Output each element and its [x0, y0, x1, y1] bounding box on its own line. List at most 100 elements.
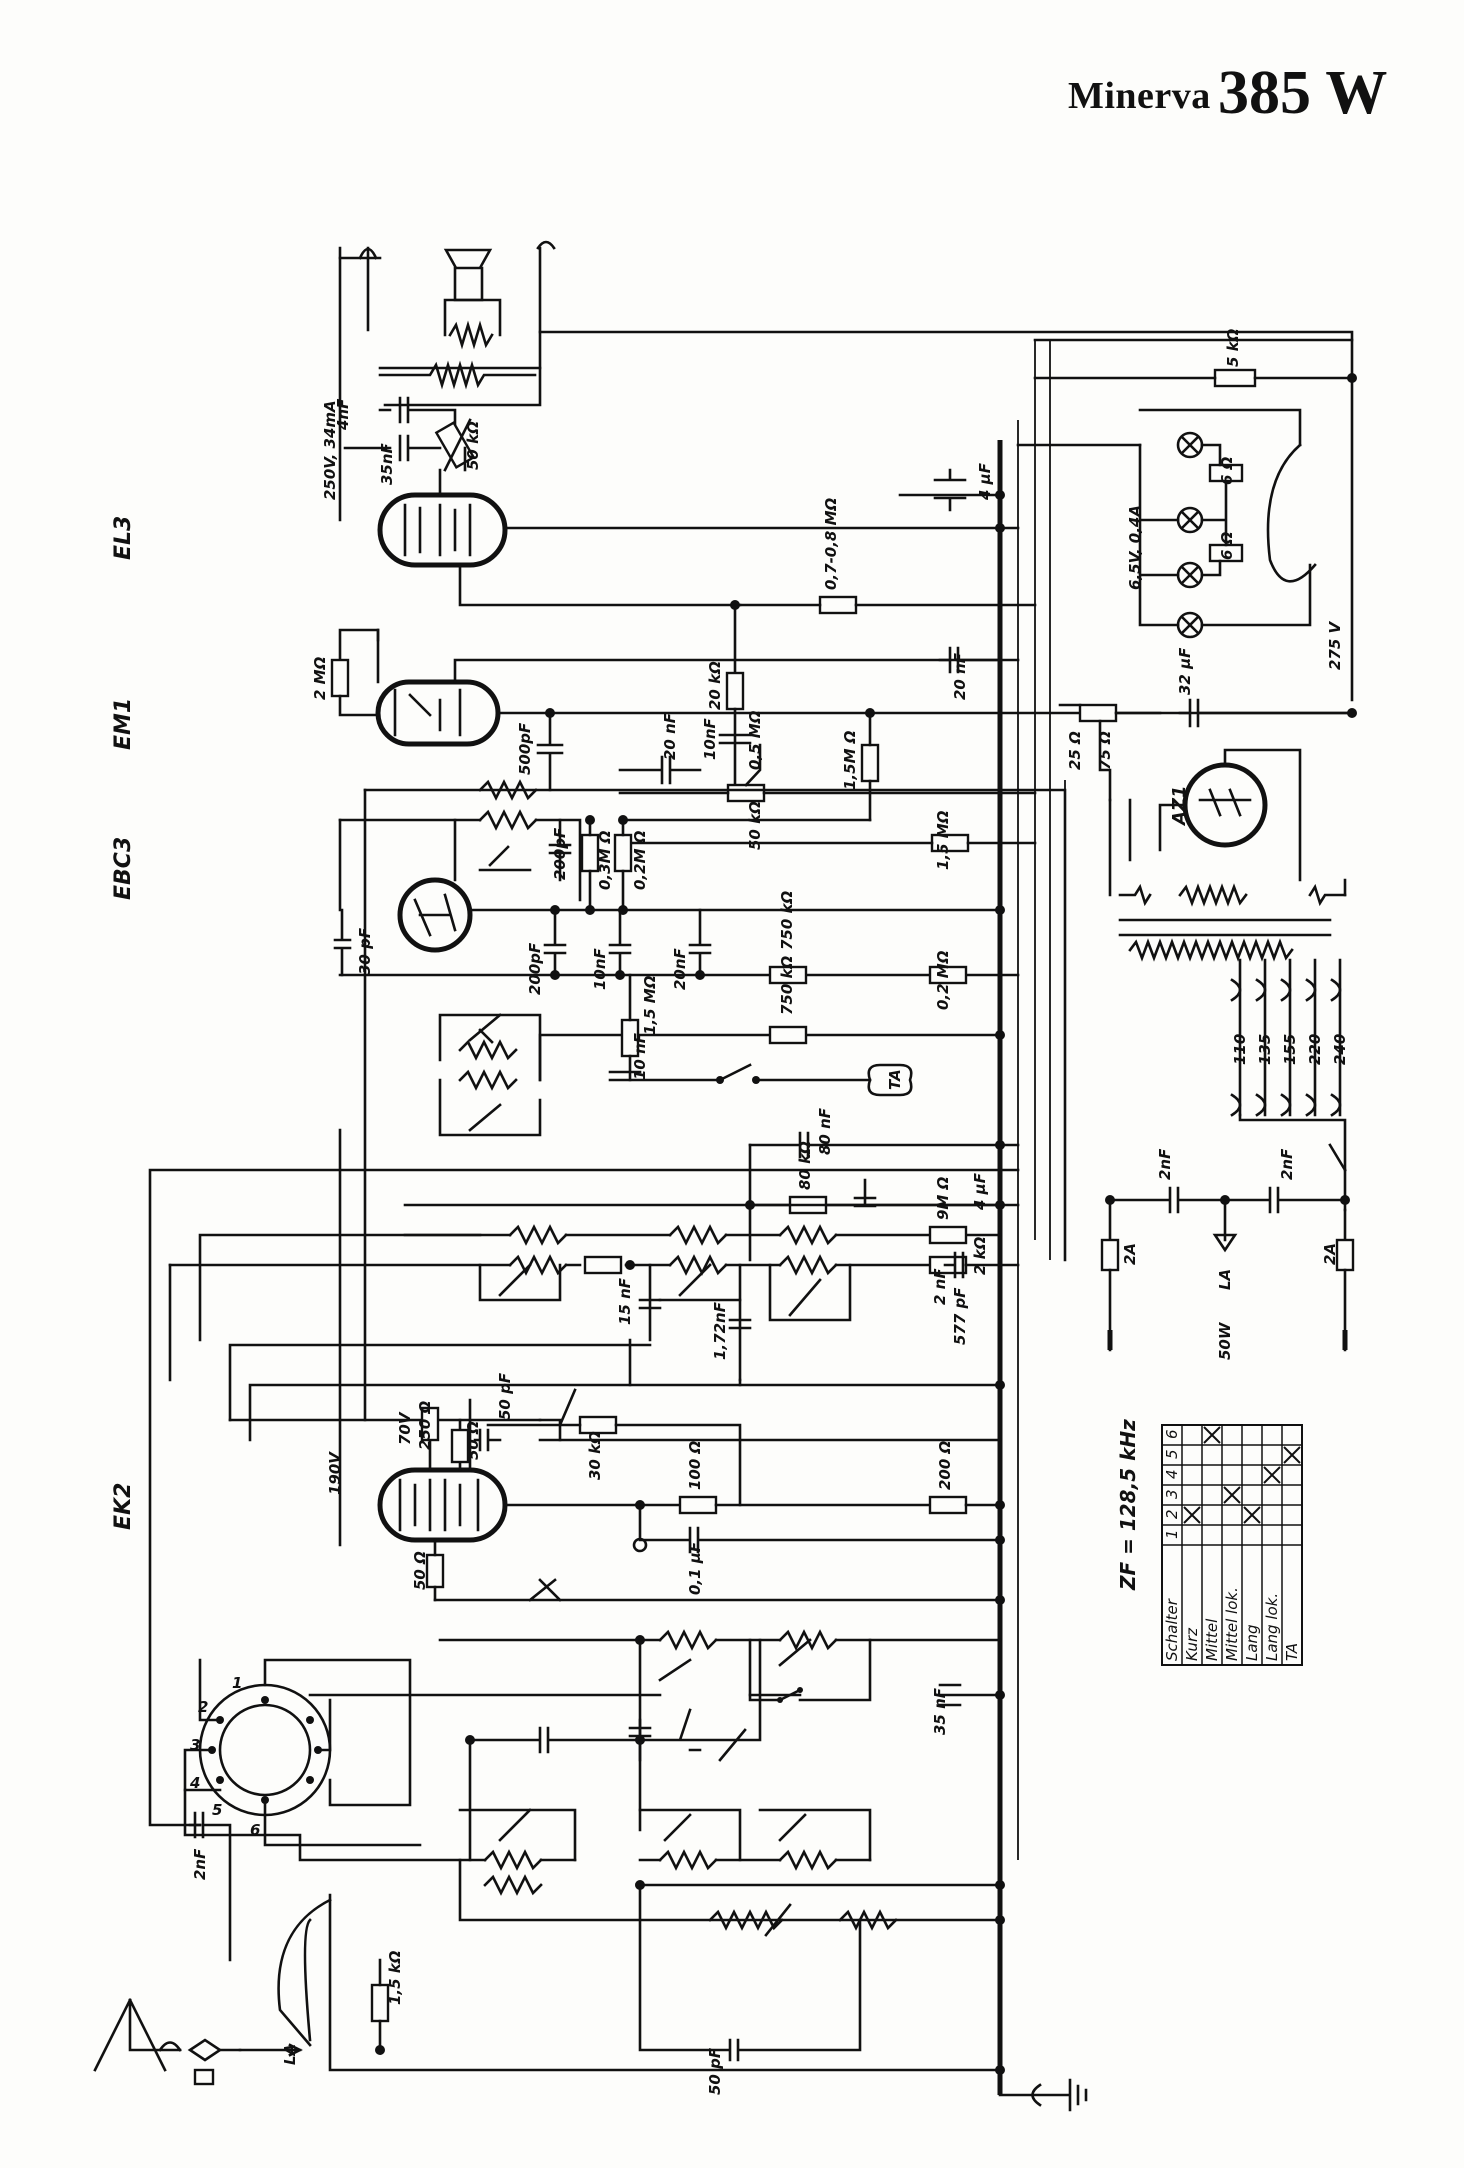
svg-text:500pF: 500pF [516, 722, 534, 775]
switch-table-row-label: Lang lok. [1263, 1593, 1281, 1661]
switch-table-mark [1183, 1506, 1201, 1524]
ground-bus [997, 340, 1066, 1920]
svg-text:50 kΩ: 50 kΩ [746, 801, 764, 850]
switch-table-column: 4 [1163, 1469, 1181, 1479]
switch-table-row-label: Lang [1243, 1624, 1261, 1661]
switch-table-mark [1203, 1426, 1221, 1444]
svg-text:2nF: 2nF [191, 1848, 209, 1880]
svg-text:2 MΩ: 2 MΩ [311, 656, 329, 700]
speaker-section: 4nF 35nF 50 kΩ 250V, 34mA [321, 240, 1354, 702]
svg-text:32 μF: 32 μF [1176, 647, 1194, 695]
svg-text:50 pF: 50 pF [496, 1372, 514, 1420]
switch-table-mark [1283, 1446, 1301, 1464]
svg-text:LA: LA [1216, 1269, 1234, 1290]
svg-text:750 kΩ: 750 kΩ [778, 890, 796, 950]
switch-table-column: 3 [1163, 1489, 1181, 1499]
wavechange-switch: 1 2 3 4 5 6 35 nF [183, 1629, 1002, 1862]
svg-text:TA: TA [886, 1069, 904, 1090]
svg-text:2A: 2A [1121, 1243, 1139, 1265]
svg-text:20 nF: 20 nF [661, 712, 679, 760]
ek2-tube: 70V 250 Ω 50 Ω 50 pF 30 kΩ 190V 100 Ω 20… [326, 1128, 1002, 1602]
svg-text:250V, 34mA: 250V, 34mA [321, 400, 339, 500]
svg-text:155: 155 [1281, 1034, 1299, 1065]
svg-text:30 kΩ: 30 kΩ [586, 1431, 604, 1480]
svg-text:5 kΩ: 5 kΩ [1224, 328, 1242, 367]
antenna-icon [93, 1998, 242, 2086]
svg-text:50 kΩ: 50 kΩ [464, 421, 482, 470]
switch-table-mark [1263, 1466, 1281, 1484]
svg-text:1: 1 [232, 1674, 242, 1692]
svg-text:6: 6 [250, 1821, 260, 1839]
switch-table-mark [1243, 1506, 1261, 1524]
svg-text:AZ1: AZ1 [1169, 785, 1190, 827]
if-transformer-2: 1,5 MΩ 750 kΩ TA 10 nF [438, 955, 1002, 1137]
model-title: 385 W [1218, 59, 1388, 127]
svg-text:50W: 50W [1216, 1321, 1234, 1360]
ebc3-section: 30 pF 200pF 0,3M Ω 0,2M Ω 200pF 10nF 20n… [333, 779, 1067, 1422]
detector-section: 0,7-0,8 MΩ 20 kΩ 20 nF 32 μF 500pF 20 nF… [516, 497, 1354, 870]
brand-title: Minerva [1068, 75, 1211, 117]
svg-text:10nF: 10nF [591, 947, 609, 990]
svg-text:275 V: 275 V [1326, 620, 1344, 670]
svg-text:20 kΩ: 20 kΩ [706, 661, 724, 710]
svg-text:190V: 190V [326, 1451, 344, 1495]
switch-table-row-label: Mittel lok. [1223, 1587, 1241, 1661]
svg-text:80 nF: 80 nF [816, 1107, 834, 1155]
svg-text:3: 3 [190, 1736, 200, 1754]
svg-text:9M Ω: 9M Ω [934, 1176, 952, 1220]
svg-text:200 Ω: 200 Ω [936, 1440, 954, 1490]
svg-text:1,72nF: 1,72nF [711, 1301, 729, 1360]
switch-table-column: 2 [1163, 1509, 1181, 1519]
svg-text:1,5 MΩ: 1,5 MΩ [934, 810, 952, 870]
rf-input-section: 50 pF 2nF 1,5 kΩ LA [188, 1808, 1002, 2095]
tube-label-el3: EL3 [111, 516, 136, 560]
svg-text:0,5 MΩ: 0,5 MΩ [746, 710, 764, 770]
switch-table-row-label: Mittel [1203, 1618, 1221, 1661]
svg-text:0,7-0,8 MΩ: 0,7-0,8 MΩ [822, 497, 840, 590]
svg-text:35 nF: 35 nF [931, 1687, 949, 1735]
svg-text:220: 220 [1306, 1034, 1324, 1065]
if-transformer-1: 80 nF 80 kΩ 4 μF 9M Ω 2 kΩ 2 nF [148, 1107, 1020, 1827]
svg-text:4: 4 [189, 1774, 200, 1792]
svg-text:1,5 kΩ: 1,5 kΩ [386, 1950, 404, 2005]
switch-table-header: Schalter [1163, 1598, 1181, 1661]
svg-text:80 kΩ: 80 kΩ [796, 1141, 814, 1190]
svg-text:110: 110 [1231, 1034, 1249, 1065]
switch-table-column: 6 [1163, 1429, 1181, 1439]
switch-table-row-label: TA [1283, 1643, 1301, 1661]
svg-text:240: 240 [1331, 1034, 1349, 1065]
svg-text:10 nF: 10 nF [631, 1032, 649, 1080]
svg-text:50 Ω: 50 Ω [411, 1551, 429, 1590]
svg-text:2nF: 2nF [1278, 1148, 1296, 1180]
svg-text:6 Ω: 6 Ω [1218, 456, 1236, 485]
svg-text:577 pF: 577 pF [951, 1287, 969, 1345]
svg-text:10nF: 10nF [701, 717, 719, 760]
switch-table-column: 1 [1163, 1529, 1181, 1539]
svg-text:4nF: 4nF [334, 398, 352, 431]
svg-text:2nF: 2nF [1156, 1148, 1174, 1180]
svg-text:2: 2 [198, 1698, 208, 1716]
svg-text:200pF: 200pF [526, 942, 544, 995]
power-supply: AZ1 110 135 155 220 240 2nF 2nF LA [1058, 703, 1355, 1360]
ground-icon [998, 2078, 1088, 2112]
svg-text:135: 135 [1256, 1034, 1274, 1065]
svg-text:50 Ω: 50 Ω [464, 1421, 482, 1460]
svg-text:2 kΩ: 2 kΩ [971, 1236, 989, 1275]
svg-text:15 nF: 15 nF [616, 1277, 634, 1325]
svg-text:4 μF: 4 μF [971, 1172, 989, 1211]
switch-table-row-label: Kurz [1183, 1627, 1201, 1661]
svg-text:0,1 μF: 0,1 μF [686, 1541, 704, 1595]
switch-table-mark [1223, 1486, 1241, 1504]
junctions [375, 373, 1357, 2075]
svg-text:20 nF: 20 nF [951, 652, 969, 700]
svg-text:2A: 2A [1321, 1243, 1339, 1265]
tube-label-ek2: EK2 [111, 1483, 136, 1530]
switch-table-column: 5 [1163, 1449, 1181, 1459]
svg-text:1,5M Ω: 1,5M Ω [841, 730, 859, 790]
svg-text:750 kΩ: 750 kΩ [778, 955, 796, 1015]
svg-text:30 pF: 30 pF [356, 927, 374, 975]
svg-text:20nF: 20nF [671, 947, 689, 990]
